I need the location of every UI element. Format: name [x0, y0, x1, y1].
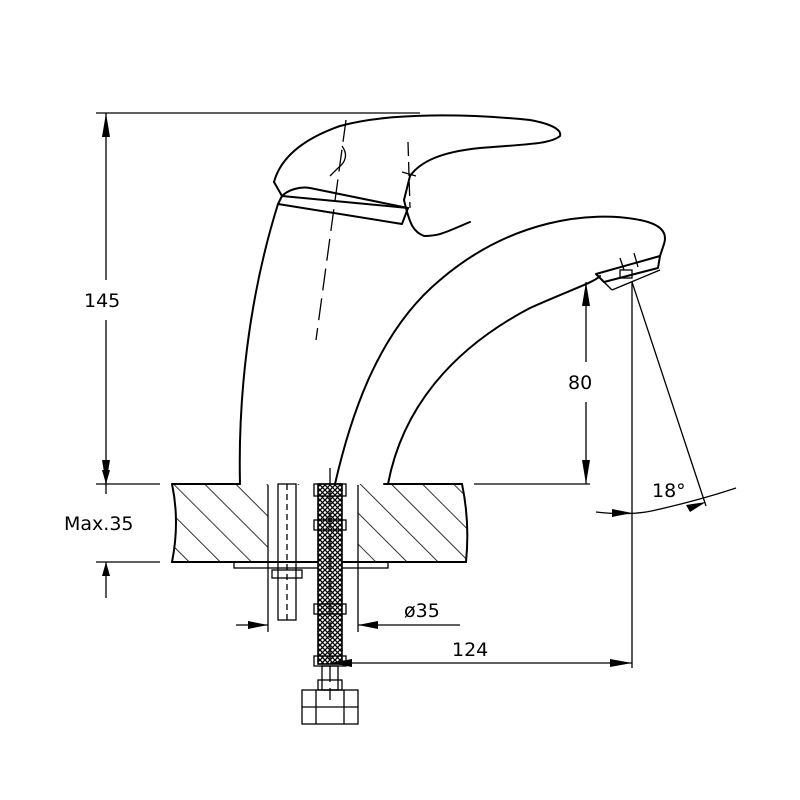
mounting-hardware: [233, 468, 389, 725]
dimension-label-18: 18°: [652, 480, 686, 502]
faucet-body: [238, 203, 666, 485]
dimension-diameter-35: ø35: [236, 562, 460, 632]
dimension-145: 145: [84, 112, 420, 485]
dimension-label-max-35: Max.35: [64, 513, 134, 535]
dimension-label-80: 80: [568, 372, 592, 394]
lever-handle: [273, 114, 562, 341]
dimension-label-diameter-35: ø35: [404, 600, 440, 622]
dimension-124: 124: [330, 639, 632, 667]
dimension-label-145: 145: [84, 290, 120, 312]
dimension-80: 80: [474, 282, 592, 485]
dimension-18-degrees: 18°: [595, 281, 737, 668]
dimension-max-35: Max.35: [64, 470, 160, 598]
dimension-label-124: 124: [452, 639, 488, 661]
